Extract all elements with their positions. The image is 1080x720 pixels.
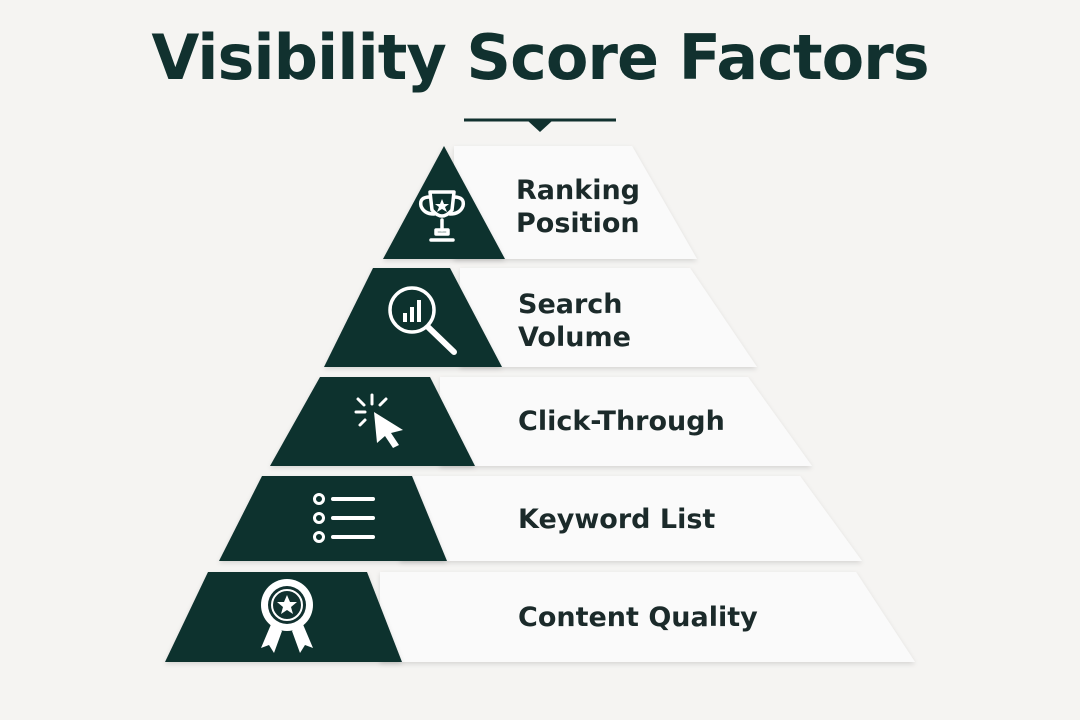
tier-1-dark-block xyxy=(383,146,505,259)
tier-4-label: Keyword List xyxy=(518,504,716,535)
page-title: Visibility Score Factors xyxy=(151,21,929,94)
pyramid-tier-5 xyxy=(165,572,915,662)
magnifier-chart-icon xyxy=(388,286,457,355)
pyramid-tier-3 xyxy=(270,377,812,466)
tier-3-dark-block xyxy=(270,377,475,466)
pyramid-tier-4 xyxy=(219,476,862,561)
tier-2-light-band xyxy=(460,268,757,367)
tier-1-label: Ranking Position xyxy=(516,175,640,239)
tier-3-label: Click-Through xyxy=(518,406,725,437)
tier-5-label: Content Quality xyxy=(518,602,758,633)
tier-4-light-band xyxy=(400,476,862,561)
tier-5-light-band xyxy=(380,572,915,662)
list-icon xyxy=(313,493,375,543)
pyramid-tier-1 xyxy=(383,146,697,259)
title-divider xyxy=(464,118,616,132)
trophy-icon xyxy=(418,190,466,242)
pyramid-tier-2 xyxy=(324,268,757,367)
tier-1-light-band xyxy=(454,146,697,259)
award-ribbon-icon xyxy=(261,579,313,653)
cursor-click-icon xyxy=(354,393,403,448)
tier-2-label: Search Volume xyxy=(518,289,631,353)
tier-3-light-band xyxy=(440,377,812,466)
